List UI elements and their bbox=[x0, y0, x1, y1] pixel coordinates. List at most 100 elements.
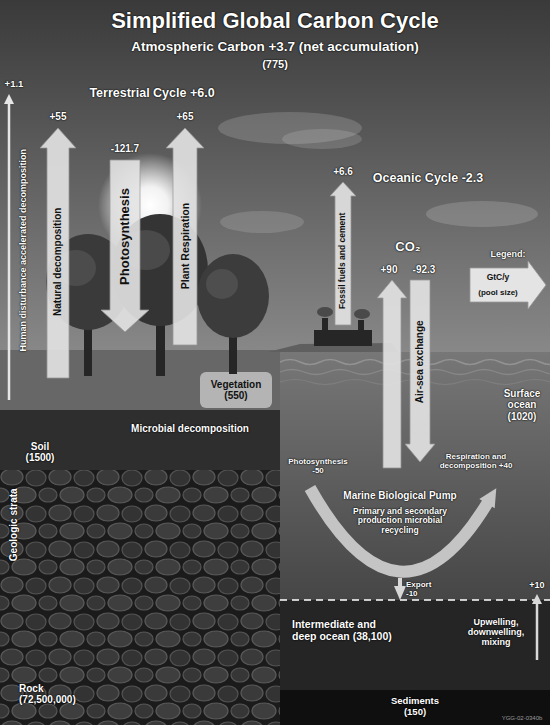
process-label: Marine Biological Pump bbox=[325, 490, 475, 502]
flux-label: Photosynthesis -50 bbox=[285, 457, 351, 475]
flux-value: +55 bbox=[40, 111, 76, 123]
flux-value-holder: +1.1 bbox=[1, 79, 27, 90]
flux-arrow bbox=[40, 128, 76, 378]
flux-arrow bbox=[330, 182, 356, 325]
flux-value-holder: -92.3 bbox=[406, 264, 442, 276]
pump-cycle: Marine Biological PumpPrimary and second… bbox=[290, 478, 510, 578]
pool-size: (775) bbox=[245, 58, 305, 71]
flux-value-holder: +10 bbox=[525, 580, 549, 590]
flux-value: +90 bbox=[374, 264, 404, 276]
cycle-heading-holder: Terrestrial Cycle +6.0 bbox=[62, 86, 242, 100]
sky bbox=[0, 0, 550, 362]
figure-code: YGG-02-0340b bbox=[497, 715, 547, 722]
cycle-heading-holder: Oceanic Cycle -2.3 bbox=[353, 171, 503, 185]
flux-value-holder: +55 bbox=[40, 111, 76, 123]
pool-label-holder: Vegetation (550) bbox=[204, 379, 268, 402]
smokestack bbox=[322, 318, 328, 332]
legend-heading: Legend: bbox=[478, 249, 538, 259]
flux-name: Air-sea exchange bbox=[414, 287, 426, 437]
rock bbox=[0, 470, 280, 725]
soil bbox=[0, 410, 280, 470]
pool-label-holder: Rock (72,500,000) bbox=[19, 683, 93, 706]
smoke bbox=[317, 307, 333, 317]
flux-name: Plant Respiration bbox=[179, 156, 191, 336]
cycle-heading: Terrestrial Cycle +6.0 bbox=[62, 86, 242, 100]
flux-label-holder: Export -10 bbox=[406, 580, 442, 598]
pool-size-holder: (775) bbox=[245, 58, 305, 71]
legend-text-holder: (pool size) bbox=[471, 288, 525, 297]
pump-arc-band bbox=[310, 488, 488, 572]
flux-name: Natural decomposition bbox=[52, 157, 64, 367]
diagram-title: Simplified Global Carbon Cycle bbox=[10, 8, 540, 33]
cloud bbox=[220, 211, 304, 233]
flux-name-holder: Air-sea exchange bbox=[414, 287, 426, 437]
flux-name-holder: Plant Respiration bbox=[179, 156, 191, 336]
strata-label: Geologic strata bbox=[8, 470, 20, 580]
pool-label-holder: Soil (1500) bbox=[17, 441, 63, 464]
pool-label: Vegetation (550) bbox=[204, 379, 268, 402]
factory bbox=[314, 330, 372, 346]
flux-name-holder: Photosynthesis bbox=[118, 166, 133, 306]
flux-arrow bbox=[101, 160, 149, 332]
process-label-holder: Microbial decomposition bbox=[110, 423, 270, 435]
process-label: Microbial decomposition bbox=[110, 423, 270, 435]
tree-highlight bbox=[206, 269, 238, 299]
flux-value: -92.3 bbox=[406, 264, 442, 276]
flux-line bbox=[8, 104, 11, 400]
process-label-holder: Marine Biological Pump bbox=[325, 490, 475, 502]
flux-value-holder: +65 bbox=[167, 111, 203, 123]
gas-label: CO₂ bbox=[383, 240, 433, 255]
strata-label-holder: Geologic strata bbox=[8, 470, 20, 580]
export-arrow bbox=[398, 578, 402, 590]
pool-label-holder: Sediments (150) bbox=[385, 696, 445, 718]
diagram-title-holder: Simplified Global Carbon Cycle bbox=[10, 8, 540, 33]
flux-name: Human disturbance accelerated decomposit… bbox=[18, 104, 28, 396]
sediments bbox=[280, 690, 550, 725]
flux-value: +65 bbox=[167, 111, 203, 123]
flux-head bbox=[532, 594, 542, 604]
flux-value-holder: -121.7 bbox=[100, 143, 150, 155]
flux-name-holder: Fossil fuels and cement bbox=[338, 198, 348, 324]
legend-heading-holder: Legend: bbox=[478, 249, 538, 259]
flux-name: Fossil fuels and cement bbox=[338, 198, 348, 324]
smokestack bbox=[358, 320, 364, 332]
flux-value: +10 bbox=[525, 580, 549, 590]
flux-value-holder: +6.6 bbox=[325, 166, 361, 178]
legend-text: GtC/y bbox=[471, 273, 525, 283]
flux-value: +1.1 bbox=[1, 79, 27, 90]
deep-ocean bbox=[280, 600, 550, 690]
flux-label: Respiration and decomposition +40 bbox=[439, 452, 513, 470]
legend-arrow bbox=[470, 261, 546, 309]
process-label: Upwelling, downwelling, mixing bbox=[464, 617, 528, 648]
vegetation-patch bbox=[200, 372, 272, 408]
cycle-heading: Oceanic Cycle -2.3 bbox=[353, 171, 503, 185]
flux-value: -121.7 bbox=[100, 143, 150, 155]
process-label-holder: Primary and secondary production microbi… bbox=[351, 507, 449, 536]
flux-arrow bbox=[166, 128, 204, 345]
gas-label-holder: CO₂ bbox=[383, 240, 433, 255]
pool-label: Intermediate and deep ocean (38,100) bbox=[292, 618, 392, 642]
atmosphere-heading-holder: Atmospheric Carbon +3.7 (net accumulatio… bbox=[65, 39, 485, 55]
pump-arc-head bbox=[479, 488, 496, 508]
figure-code-holder: YGG-02-0340b bbox=[497, 715, 547, 722]
smoke bbox=[354, 309, 370, 319]
pool-label: Sediments (150) bbox=[385, 696, 445, 718]
flux-label-holder: Respiration and decomposition +40 bbox=[439, 452, 513, 470]
flux-arrow bbox=[405, 280, 435, 462]
pool-label: Rock (72,500,000) bbox=[19, 683, 93, 706]
rock-band: Rock (72,500,000) bbox=[0, 470, 280, 725]
flux-value: +6.6 bbox=[325, 166, 361, 178]
flux-line bbox=[536, 604, 539, 660]
flux-name: Photosynthesis bbox=[118, 166, 133, 306]
flux-head bbox=[4, 94, 14, 104]
cloud bbox=[426, 201, 538, 227]
flux-label-holder: Photosynthesis -50 bbox=[285, 457, 351, 475]
tree-canopy bbox=[197, 254, 269, 338]
process-label: Primary and secondary production microbi… bbox=[351, 507, 449, 536]
flux-arrow bbox=[377, 280, 407, 468]
